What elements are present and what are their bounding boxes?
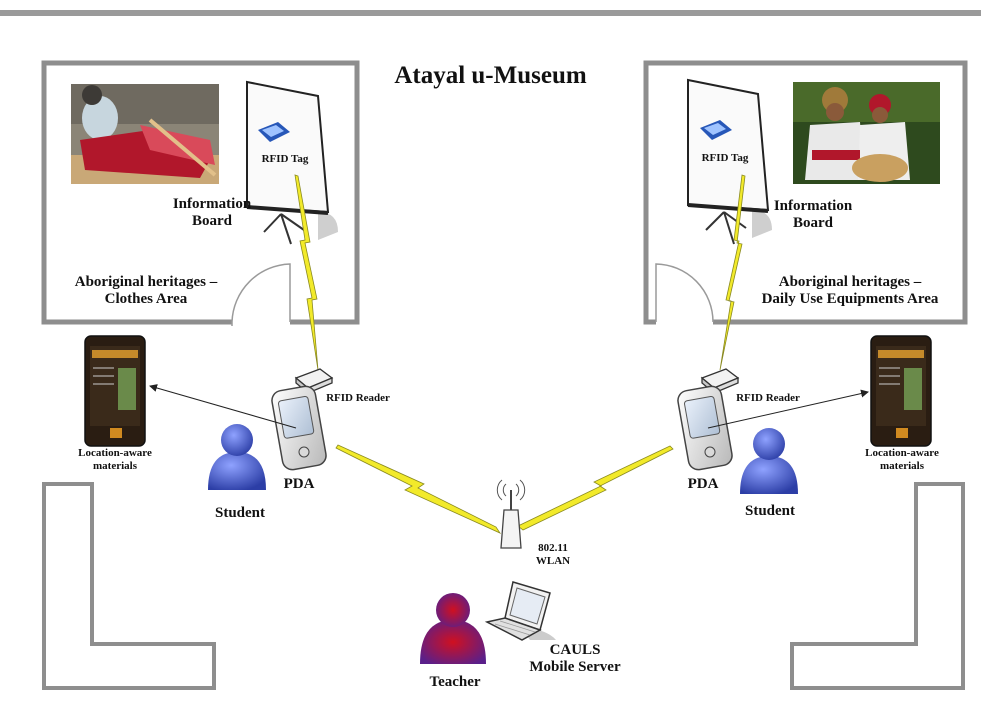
left-student-icon <box>208 424 266 490</box>
right-materials-arrow <box>707 389 869 429</box>
left-rfid-tag-label: RFID Tag <box>261 153 309 165</box>
right-materials-phone <box>870 335 932 447</box>
right-student-icon <box>740 428 798 494</box>
teacher-label: Teacher <box>429 674 481 690</box>
left-materials-arrow <box>149 384 297 429</box>
left-pda-wlan-signal <box>335 444 502 534</box>
laptop-server-icon <box>484 581 556 641</box>
right-pda-wlan-signal <box>517 445 674 531</box>
left-materials-label-line2: materials <box>93 459 137 472</box>
left-board-label-line2: Board <box>191 213 232 230</box>
left-room-door <box>231 263 291 326</box>
left-materials-phone <box>84 335 146 447</box>
server-label-line2: Mobile Server <box>529 659 621 676</box>
right-rfid-reader-icon <box>700 368 740 395</box>
right-info-board <box>687 78 772 245</box>
server-label-line1: CAULS <box>549 642 601 658</box>
wlan-label-line2: WLAN <box>535 554 571 567</box>
right-heritage-photo <box>793 82 940 184</box>
left-area-label: Aboriginal heritages – Clothes Area <box>56 274 236 309</box>
top-rule <box>0 10 981 16</box>
right-materials-label-line1: Location-aware <box>865 447 939 459</box>
right-area-label-line2: Daily Use Equipments Area <box>761 291 939 308</box>
teacher-icon <box>420 593 486 664</box>
right-corridor-wall <box>790 482 965 690</box>
wlan-label: 802.11 WLAN <box>528 542 578 567</box>
right-materials-label-line2: materials <box>880 459 924 472</box>
left-rfid-tag-icon <box>258 122 290 142</box>
right-board-label: Information Board <box>773 198 853 233</box>
right-area-label: Aboriginal heritages – Daily Use Equipme… <box>745 274 955 309</box>
right-materials-label: Location-aware materials <box>853 447 951 472</box>
wlan-label-line1: 802.11 <box>538 542 568 554</box>
left-corridor-wall <box>42 482 216 690</box>
left-materials-label-line1: Location-aware <box>78 447 152 459</box>
server-label: CAULS Mobile Server <box>520 642 630 677</box>
wireless-signals <box>294 174 746 534</box>
wlan-access-point-icon <box>496 479 526 549</box>
right-rfid-tag-label: RFID Tag <box>701 152 749 164</box>
left-info-board <box>246 80 338 245</box>
left-pda-label: PDA <box>283 476 315 492</box>
left-room-wall <box>41 60 360 325</box>
right-tag-reader-signal <box>719 174 746 371</box>
right-pda-icon <box>677 385 733 471</box>
left-pda-icon <box>271 385 327 471</box>
page-title: Atayal u-Museum <box>394 62 587 89</box>
right-board-label-line1: Information <box>773 198 853 214</box>
right-rfid-tag-icon <box>700 120 732 140</box>
left-materials-label: Location-aware materials <box>66 447 164 472</box>
right-room-door <box>655 263 714 323</box>
right-area-label-line1: Aboriginal heritages – <box>778 274 922 290</box>
left-rfid-reader-label: RFID Reader <box>326 392 390 404</box>
right-room <box>643 60 968 325</box>
right-room-wall <box>643 60 968 325</box>
right-board-label-line2: Board <box>792 215 833 232</box>
right-pda-label: PDA <box>687 476 719 492</box>
right-rfid-reader-label: RFID Reader <box>736 392 800 404</box>
left-board-label-line1: Information <box>172 196 252 212</box>
left-tag-reader-signal <box>294 174 319 371</box>
left-room <box>41 60 360 326</box>
left-heritage-photo <box>71 84 219 184</box>
left-area-label-line1: Aboriginal heritages – <box>74 274 218 290</box>
left-board-label: Information Board <box>172 196 252 231</box>
left-area-label-line2: Clothes Area <box>104 291 188 308</box>
left-student-label: Student <box>214 505 266 521</box>
right-student-label: Student <box>744 503 796 519</box>
